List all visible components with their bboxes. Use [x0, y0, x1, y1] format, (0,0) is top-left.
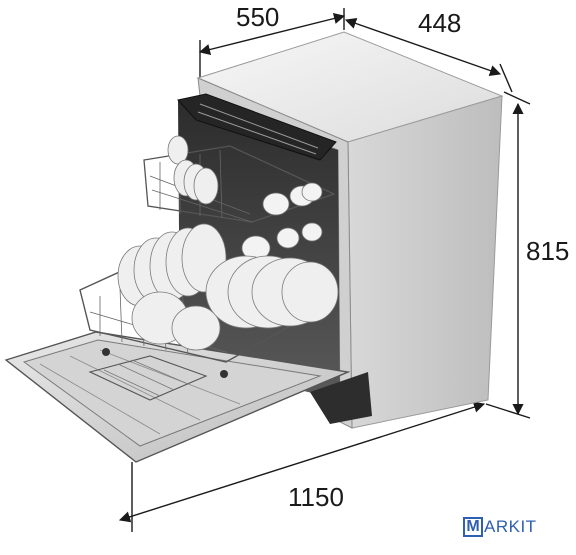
upper-rack-plates — [167, 135, 219, 205]
open-depth-dimension-label: 1150 — [288, 482, 344, 512]
open-door — [4, 331, 351, 463]
door-inner — [22, 339, 322, 447]
height-extension-bottom — [485, 403, 531, 419]
depth-dimension-line — [344, 18, 502, 76]
depth-extension-right — [499, 63, 513, 93]
width-dimension-label: 550 — [236, 2, 280, 32]
height-extension-top — [503, 91, 531, 105]
height-dimension-label: 815 — [526, 236, 570, 266]
brand-logo: M ARKIT — [463, 515, 537, 539]
cups — [241, 182, 323, 261]
base-plinth — [310, 372, 372, 424]
brand-logo-text: ARKIT — [484, 517, 537, 536]
upper-rack — [143, 135, 336, 261]
lower-rack — [79, 223, 339, 378]
lower-rack-plates — [117, 223, 339, 351]
depth-dimension-label: 448 — [418, 8, 462, 38]
width-dimension-line — [198, 13, 346, 55]
upper-rack-frame — [143, 145, 336, 223]
dishwasher-cabinet — [178, 31, 504, 429]
lower-rack-wheels — [102, 348, 228, 378]
brand-logo-initial: M — [463, 517, 483, 537]
cabinet-right-side — [347, 95, 503, 429]
cutlery-tray — [177, 93, 337, 161]
open-depth-dimension-line — [118, 401, 486, 523]
dimension-lines — [118, 8, 531, 532]
cutlery-basket — [88, 355, 208, 401]
